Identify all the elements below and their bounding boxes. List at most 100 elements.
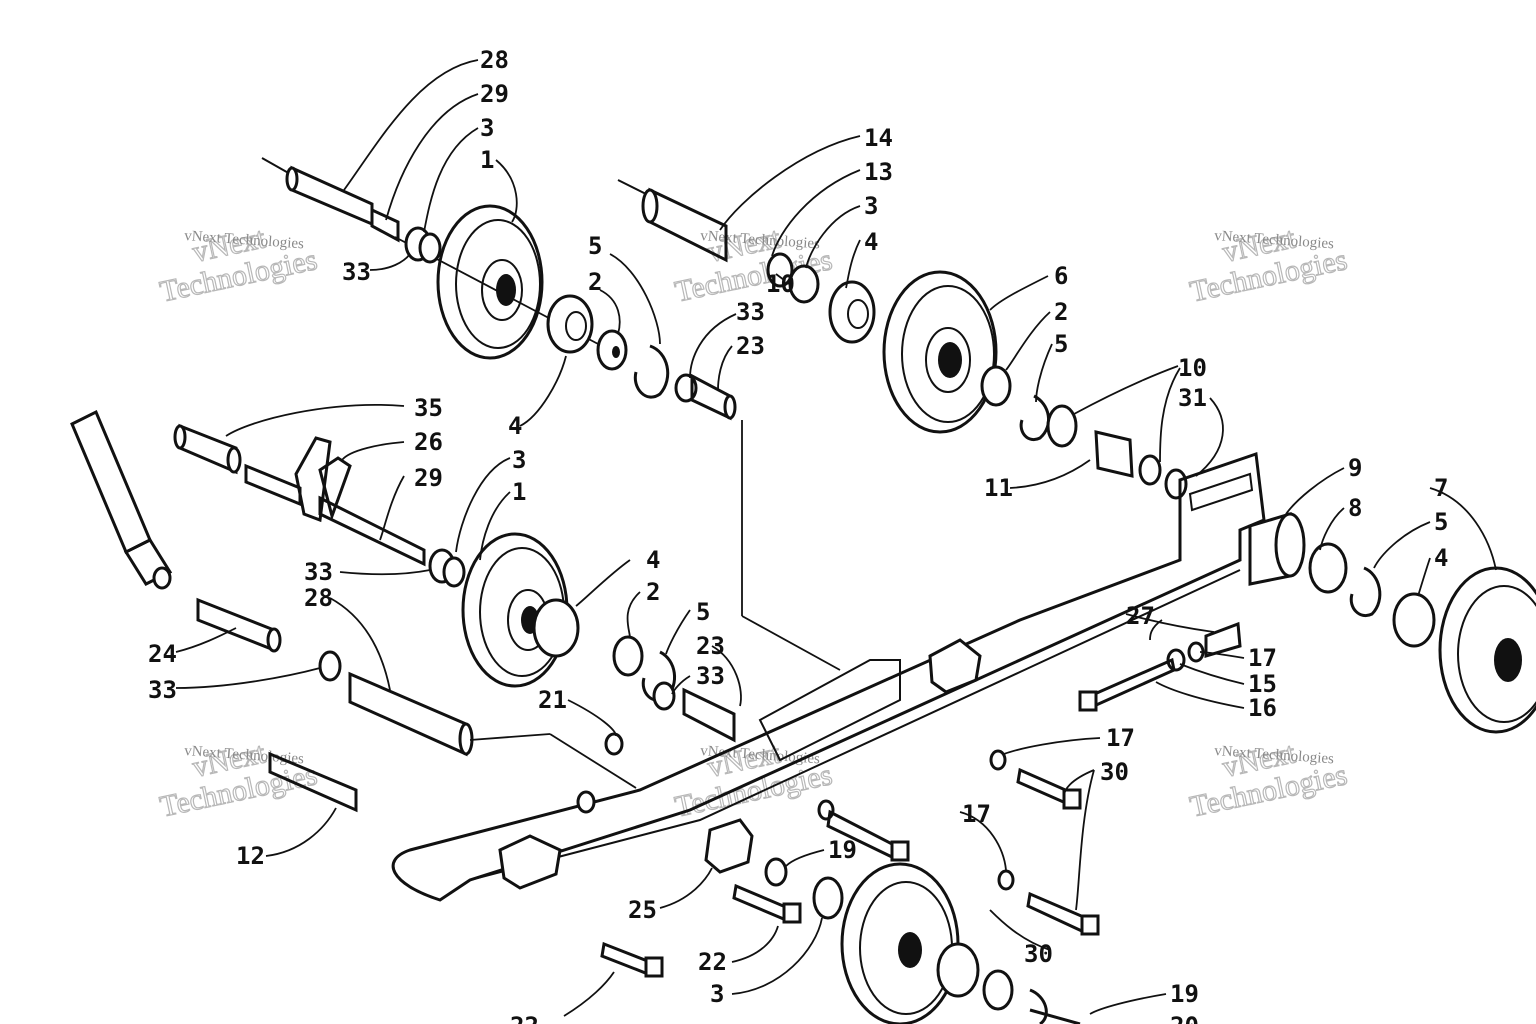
callout-17-mid: 17 [1106, 724, 1135, 752]
leader-frame [469, 733, 551, 741]
leader-10 [775, 273, 785, 281]
spacer-tube-28 [348, 671, 468, 757]
callout-22: 22 [698, 948, 727, 976]
bolt-22 [732, 883, 790, 923]
leader-10-right [1073, 365, 1179, 415]
axle-shaft [318, 495, 426, 567]
watermark-bottom-right: vNext Technologies [1186, 736, 1350, 824]
callout-32: 22 [510, 1012, 539, 1024]
leader-14 [719, 135, 861, 231]
bolt-20 [1029, 1008, 1081, 1024]
leader-4-mid [575, 559, 631, 607]
callout-4-far: 4 [1434, 544, 1448, 572]
leader-1 [495, 159, 518, 223]
leader-12 [265, 807, 337, 857]
leader-2-mid [626, 591, 641, 639]
bearing-small [1046, 404, 1078, 448]
idler-wheel-6-hub [925, 327, 971, 393]
leader-21 [567, 699, 617, 737]
washer-lower [982, 969, 1014, 1011]
callout-26: 26 [414, 428, 443, 456]
spacer [1094, 430, 1134, 478]
sleeve-end [173, 424, 187, 450]
spacer-tube-24 [196, 597, 276, 653]
bearing-race [565, 311, 587, 341]
spacer-bushing-3 [812, 876, 844, 920]
leader-17 [1199, 651, 1245, 659]
callout-14: 14 [864, 124, 893, 152]
rail-bracket-2 [928, 638, 982, 694]
rail-plate [758, 659, 901, 762]
callout-31: 31 [1178, 384, 1207, 412]
spacer-bushing-face [418, 232, 442, 264]
callout-29-mid: 29 [414, 464, 443, 492]
lower-center-fasteners [576, 732, 1100, 1024]
callout-5-far: 5 [1434, 508, 1448, 536]
leader-3-center [805, 205, 861, 269]
callout-4-center: 4 [864, 228, 878, 256]
washer-33 [318, 650, 342, 682]
callout-12: 12 [236, 842, 265, 870]
watermark-bottom-left: vNext Technologies [156, 736, 320, 824]
washer-hole [612, 346, 620, 358]
callout-15: 15 [1248, 670, 1277, 698]
callout-23-top: 23 [736, 332, 765, 360]
spacer-27 [1204, 621, 1242, 659]
callout-16: 16 [1248, 694, 1277, 722]
callout-33-mid-2: 33 [696, 662, 725, 690]
leader-2-right [1005, 311, 1051, 371]
callout-3: 3 [480, 114, 494, 142]
washer-19 [764, 857, 788, 887]
upper-left-axle-assembly [261, 157, 737, 421]
leader-29 [385, 93, 479, 221]
axle-shaft-step [370, 207, 400, 243]
callout-21: 21 [538, 686, 567, 714]
leader-33-center [689, 313, 737, 379]
leader-17-lower [959, 811, 1007, 871]
washer [596, 329, 628, 371]
leader-8 [1319, 507, 1345, 551]
leader-29-mid [379, 475, 405, 541]
leader-25 [659, 867, 713, 909]
spacer-tube-28-end [458, 722, 474, 756]
bolt-30b-head [1080, 914, 1100, 936]
lower-idler-wheel-bore [898, 932, 922, 968]
callout-5: 5 [588, 232, 602, 260]
callout-labels: 28 29 3 1 33 14 13 3 4 10 5 2 33 23 6 2 … [148, 46, 1448, 1024]
pivot-sleeve-end [641, 188, 659, 224]
callout-1-mid: 1 [512, 478, 526, 506]
leader-3-lower [731, 917, 823, 995]
callout-19-lower: 19 [1170, 980, 1199, 1008]
callout-17-lower: 17 [962, 800, 991, 828]
leader-19 [785, 849, 825, 867]
callout-20: 20 [1170, 1012, 1199, 1024]
leader-28-mid [329, 597, 391, 691]
callout-23-mid: 23 [696, 632, 725, 660]
callout-5-mid: 5 [696, 598, 710, 626]
leader-3-mid [455, 457, 511, 553]
washer [612, 635, 644, 677]
bearing [1392, 592, 1436, 648]
leader-4-far [1417, 557, 1431, 597]
rail-body [391, 451, 1266, 902]
leader-7 [1429, 487, 1497, 571]
rear-wheel-7-bore [1494, 638, 1522, 682]
bearing-race [847, 299, 869, 329]
callout-6: 6 [1054, 262, 1068, 290]
snap-ring [1019, 394, 1050, 441]
callout-4: 4 [508, 412, 522, 440]
pivot-shaft [244, 463, 302, 507]
idler-wheel-1-rim [455, 219, 541, 349]
callout-33-mid: 33 [304, 558, 333, 586]
rear-wheel-7-rim [1457, 585, 1536, 723]
leader-6 [989, 275, 1049, 311]
leader-13 [771, 169, 861, 257]
callout-11: 11 [984, 474, 1013, 502]
leader-frame-b [549, 733, 637, 789]
leader-10-right-b [1159, 367, 1181, 463]
lower-left-spacers [196, 597, 474, 813]
shaft-12 [268, 751, 358, 813]
callout-10: 10 [766, 270, 795, 298]
leader-lines [175, 59, 1497, 1017]
